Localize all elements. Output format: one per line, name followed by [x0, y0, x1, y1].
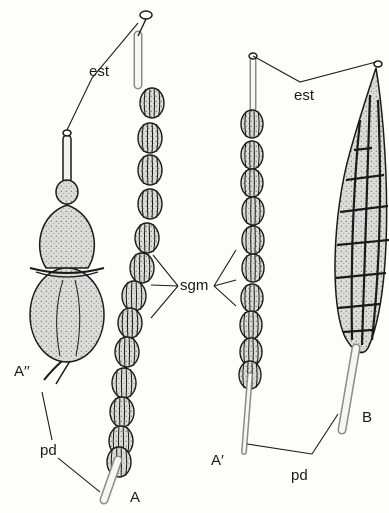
fruit-a-prime-segment: [242, 254, 264, 282]
fruit-b: [335, 61, 389, 430]
fruit-a-prime-segment: [241, 284, 263, 312]
label-est-right: est: [294, 88, 314, 103]
fruit-a-double-prime: [30, 130, 104, 384]
fruit-a-segment: [112, 368, 136, 398]
fruit-a-prime-segment: [242, 226, 264, 254]
fruit-a-segment: [122, 281, 146, 311]
fruit-a: [104, 11, 164, 500]
fruit-a-segment: [130, 253, 154, 283]
fruit-a-segment: [138, 123, 162, 153]
fruit-a-segment: [118, 308, 142, 338]
fruit-a-prime-segment: [240, 311, 262, 339]
fruit-a-prime-segment: [241, 141, 263, 169]
label-est-left: est: [89, 64, 109, 79]
label-pd-right: pd: [291, 468, 308, 483]
fruit-a-prime: [239, 53, 264, 452]
label-a-double-prime: A′′: [14, 364, 30, 379]
fruit-a-segment: [110, 397, 134, 427]
fruit-a-segment: [138, 189, 162, 219]
fruit-a-prime-segment: [241, 110, 263, 138]
label-sgm: sgm: [180, 278, 208, 293]
label-b: B: [362, 410, 372, 425]
fruit-a-prime-segment: [242, 197, 264, 225]
fruit-a-segment: [135, 223, 159, 253]
fruit-a-segment: [140, 88, 164, 118]
fruit-a-segment: [115, 337, 139, 367]
label-a: A: [130, 490, 140, 505]
fruit-a-segment: [138, 155, 162, 185]
label-pd-left: pd: [40, 443, 57, 458]
fruit-a-prime-segment: [241, 169, 263, 197]
label-a-prime: A′: [211, 453, 224, 468]
